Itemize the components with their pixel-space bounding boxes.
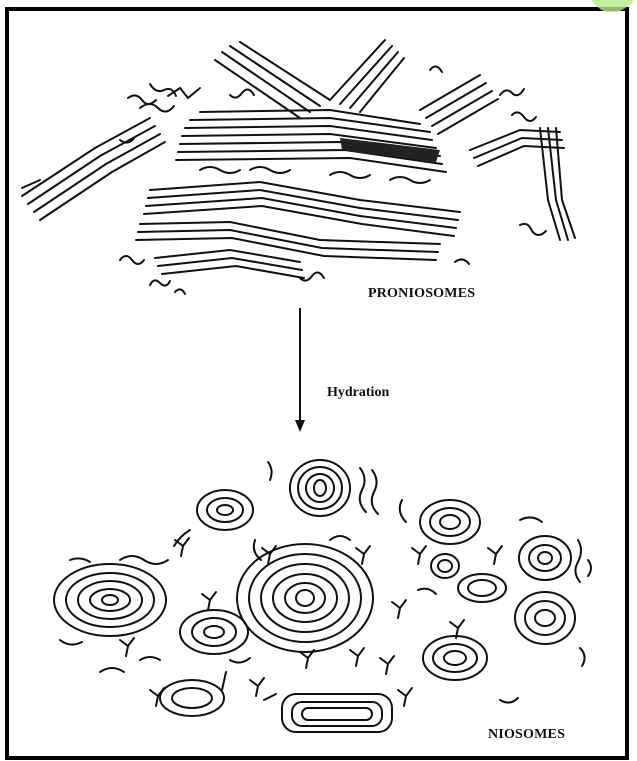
proniosomes-label: PRONIOSOMES xyxy=(368,286,475,302)
free-monomers xyxy=(60,462,591,706)
corner-leaf-icon xyxy=(585,0,635,24)
figure-border xyxy=(7,9,627,758)
hydration-label: Hydration xyxy=(327,385,389,401)
niosomes-label: NIOSOMES xyxy=(488,727,565,743)
hydration-arrow xyxy=(295,308,305,432)
niosomes-vesicles xyxy=(54,460,575,732)
proniosomes-sheet xyxy=(22,40,575,294)
